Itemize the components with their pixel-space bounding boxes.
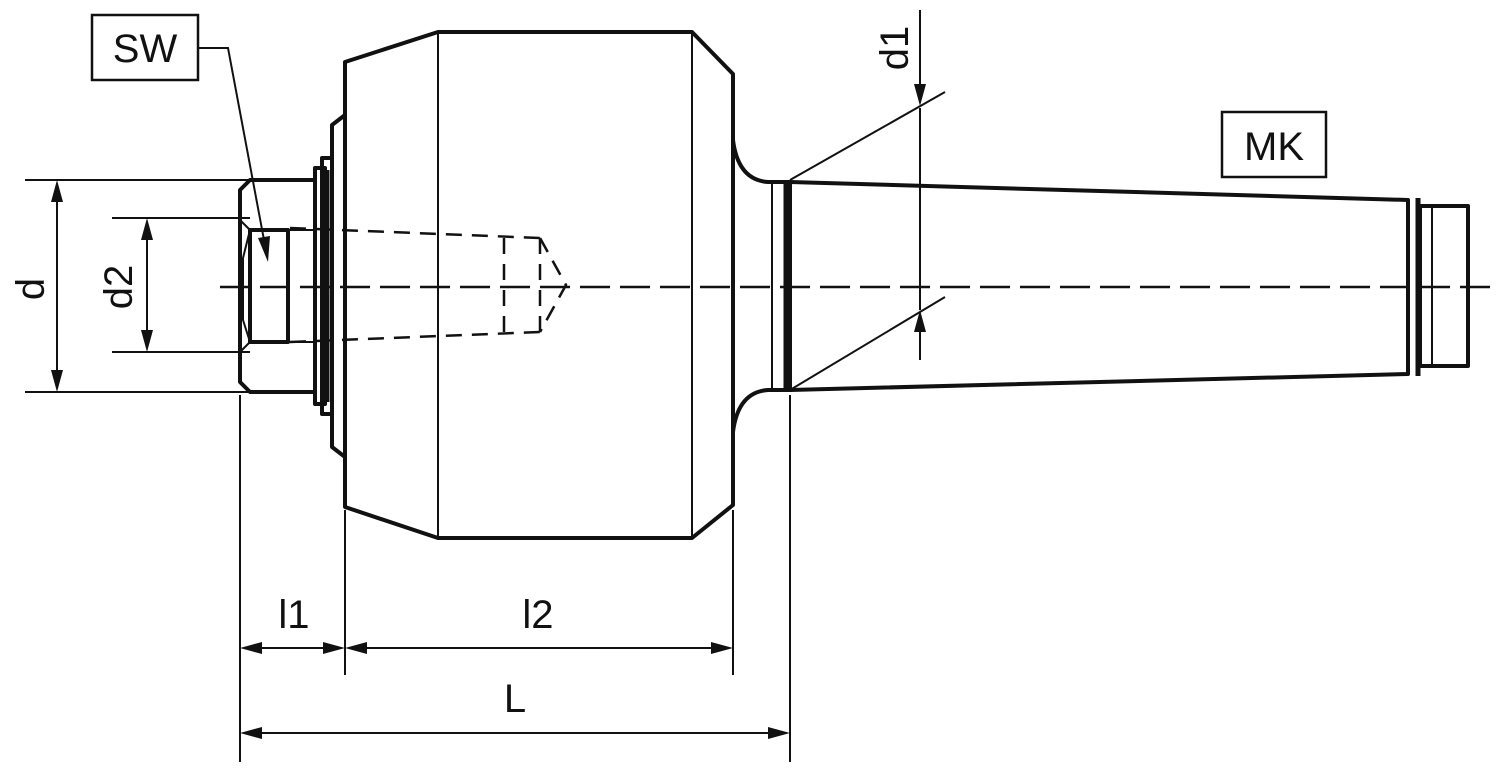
neck <box>731 139 790 433</box>
callout-sw <box>90 13 270 262</box>
dim-l1 <box>239 395 346 762</box>
dim-label-l2: l2 <box>522 593 553 637</box>
dim-d2 <box>112 217 250 353</box>
dim-label-d: d <box>9 278 53 300</box>
callout-mk <box>1220 110 1328 179</box>
internal-bore <box>289 226 568 344</box>
morse-taper-shank <box>788 180 1470 392</box>
dim-d <box>25 179 250 393</box>
dim-label-L: L <box>504 677 526 721</box>
bearing-body <box>343 30 735 540</box>
callout-label-sw: SW <box>113 27 178 71</box>
dim-L <box>240 395 791 762</box>
dim-d1 <box>789 10 946 391</box>
dim-label-l1: l1 <box>278 593 309 637</box>
dim-label-d2: d2 <box>97 265 141 310</box>
callout-label-mk: MK <box>1244 125 1304 169</box>
dim-label-d1: d1 <box>873 26 917 71</box>
dim-l2 <box>345 510 734 675</box>
